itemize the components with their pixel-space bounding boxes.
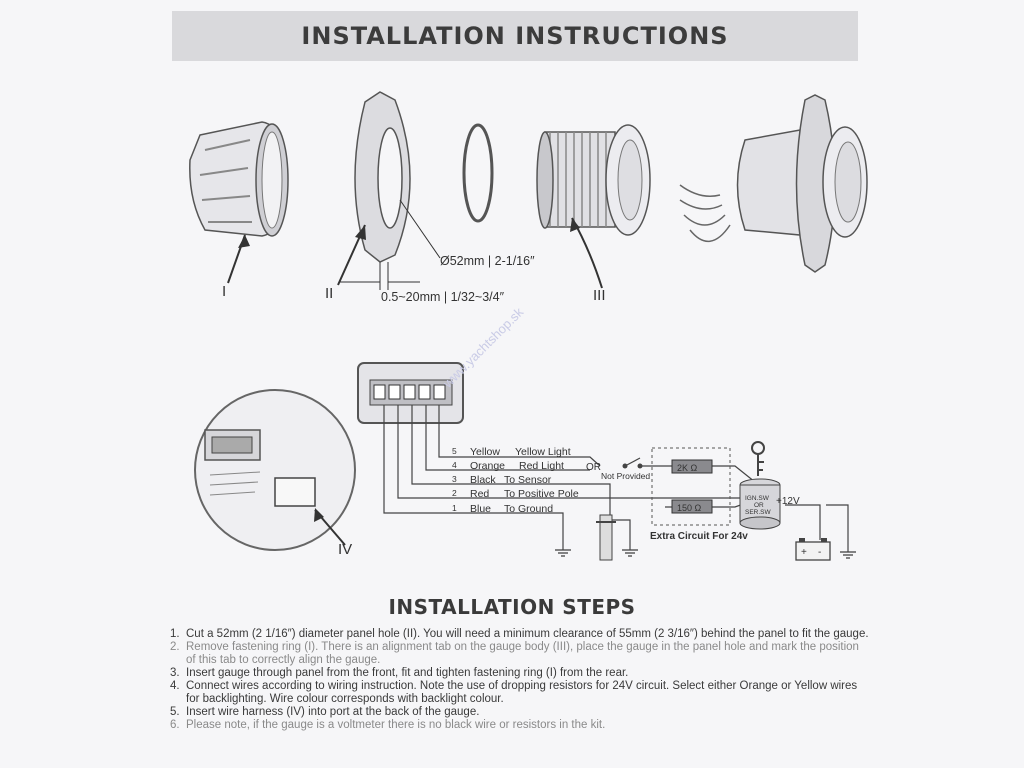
step-item: 6. Please note, if the gauge is a voltme… bbox=[170, 719, 870, 732]
label-part-i: I bbox=[222, 283, 226, 300]
step-item: 4. Connect wires according to wiring ins… bbox=[170, 680, 870, 706]
ignition-switch: IGN.SW OR SER.SW bbox=[739, 441, 781, 530]
steps-title: INSTALLATION STEPS bbox=[388, 595, 636, 619]
panel-illustration bbox=[337, 91, 441, 290]
wire-3-color: Black bbox=[470, 474, 496, 486]
ground-symbols bbox=[555, 549, 856, 559]
o-ring-illustration bbox=[462, 123, 494, 223]
wire-3-function: To Sensor bbox=[504, 474, 552, 486]
wire-1-num: 1 bbox=[452, 503, 457, 513]
step-text: Please note, if the gauge is a voltmeter… bbox=[186, 719, 606, 731]
dimension-hole: Ø52mm | 2-1/16″ bbox=[440, 254, 535, 268]
step-item: 5. Insert wire harness (IV) into port at… bbox=[170, 706, 870, 719]
switch-label-1: IGN.SW bbox=[745, 495, 770, 502]
wire-2-function: To Positive Pole bbox=[504, 488, 579, 500]
step-number: 5. bbox=[170, 706, 180, 718]
dimension-panel-thickness: 0.5~20mm | 1/32~3/4″ bbox=[381, 290, 505, 304]
wire-5-function: Yellow Light bbox=[515, 446, 571, 458]
resistor-150-label: 150 Ω bbox=[677, 503, 702, 513]
step-text: Insert wire harness (IV) into port at th… bbox=[186, 706, 480, 718]
extra-circuit-label: Extra Circuit For 24v bbox=[650, 531, 748, 542]
battery-icon: + - bbox=[795, 538, 831, 561]
wire-4-color: Orange bbox=[470, 460, 505, 472]
label-part-ii: II bbox=[325, 285, 333, 302]
step-number: 4. bbox=[170, 680, 180, 692]
fastening-ring-illustration bbox=[189, 121, 289, 284]
installation-steps-list: 1. Cut a 52mm (2 1/16″) diameter panel h… bbox=[170, 628, 870, 732]
step-item: 2. Remove fastening ring (I). There is a… bbox=[170, 641, 870, 667]
battery-minus: - bbox=[818, 547, 821, 558]
wire-2-num: 2 bbox=[452, 488, 457, 498]
wire-4-function: Red Light bbox=[519, 460, 564, 472]
step-text: Connect wires according to wiring instru… bbox=[186, 680, 858, 705]
wire-1-function: To Ground bbox=[504, 503, 553, 515]
step-text: Remove fastening ring (I). There is an a… bbox=[186, 641, 859, 666]
step-item: 1. Cut a 52mm (2 1/16″) diameter panel h… bbox=[170, 628, 870, 641]
resistor-150: 150 Ω bbox=[671, 499, 713, 514]
harness-inset bbox=[194, 389, 356, 551]
installation-diagram: I II III IV Ø52mm | 2-1/16″ 0.5~20mm | 1… bbox=[189, 91, 868, 561]
step-number: 3. bbox=[170, 667, 180, 679]
battery-plus: + bbox=[801, 547, 807, 558]
label-part-iii: III bbox=[593, 287, 606, 304]
step-number: 1. bbox=[170, 628, 180, 640]
switch-label-2: OR bbox=[754, 502, 764, 509]
not-provided-label: Not Provided bbox=[601, 471, 650, 481]
wire-5-color: Yellow bbox=[470, 446, 500, 458]
switch-label-3: SER.SW bbox=[745, 509, 772, 516]
step-number: 2. bbox=[170, 641, 180, 653]
wire-5-num: 5 bbox=[452, 446, 457, 456]
step-text: Cut a 52mm (2 1/16″) diameter panel hole… bbox=[186, 628, 869, 640]
step-number: 6. bbox=[170, 719, 180, 731]
or-label: OR bbox=[586, 462, 601, 473]
sensor-illustration bbox=[596, 514, 616, 561]
step-item: 3. Insert gauge through panel from the f… bbox=[170, 667, 870, 680]
page-title: INSTALLATION INSTRUCTIONS bbox=[301, 22, 729, 50]
wire-1-color: Blue bbox=[470, 503, 491, 515]
wire-3-num: 3 bbox=[452, 474, 457, 484]
wire-2-color: Red bbox=[470, 488, 489, 500]
resistor-2k-label: 2K Ω bbox=[677, 463, 698, 473]
assembled-gauge-illustration bbox=[679, 94, 868, 273]
label-part-iv: IV bbox=[338, 541, 352, 558]
gauge-body-illustration bbox=[536, 124, 651, 289]
wire-4-num: 4 bbox=[452, 460, 457, 470]
extra-circuit-box bbox=[651, 447, 731, 526]
resistor-2k: 2K Ω bbox=[671, 459, 713, 474]
plus-12v-label: +12V bbox=[776, 496, 800, 507]
step-text: Insert gauge through panel from the fron… bbox=[186, 667, 629, 679]
title-banner: INSTALLATION INSTRUCTIONS bbox=[172, 11, 858, 61]
